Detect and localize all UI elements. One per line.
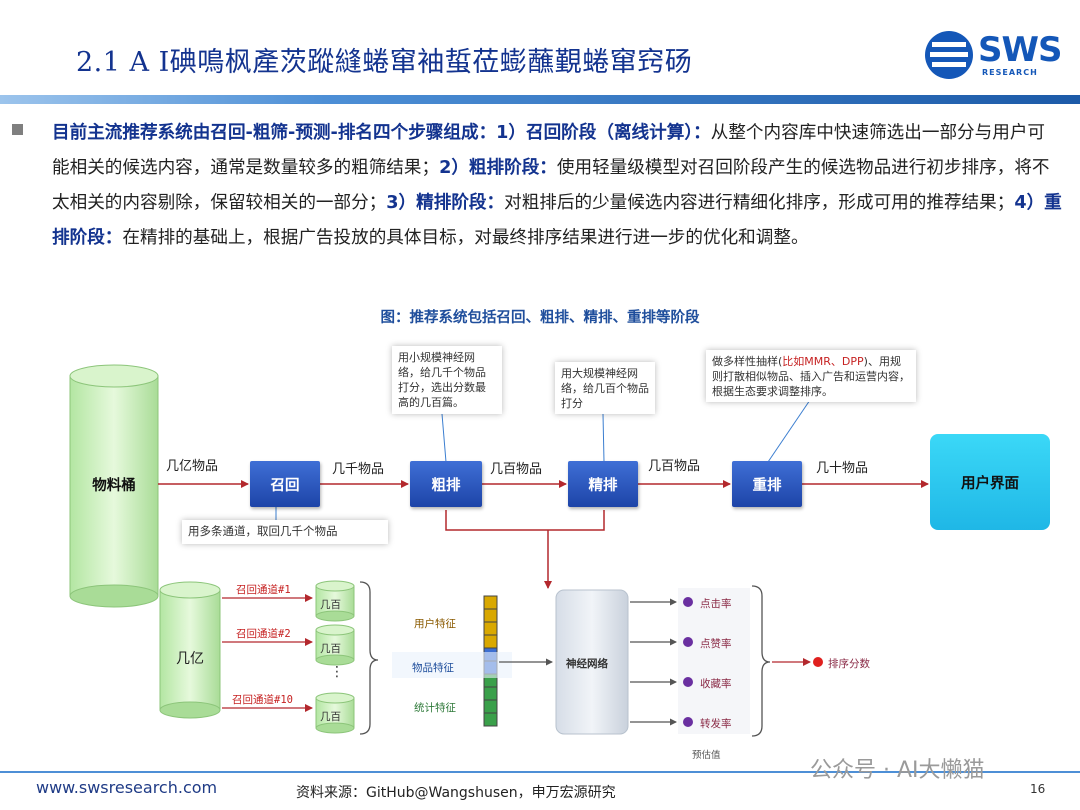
- channel-bucket-2: [315, 624, 355, 666]
- summary-lead: 目前主流推荐系统由召回-粗筛-预测-排名四个步骤组成：1）召回阶段（离线计算）：: [52, 123, 711, 143]
- output-collect-rate: 收藏率: [700, 678, 732, 690]
- summary-stage4: 在精排的基础上，根据广告投放的具体目标，对最终排序结果进行进一步的优化和调整。: [122, 228, 809, 248]
- footer-url: www.swsresearch.com: [36, 778, 218, 797]
- channel-label-10: 召回通道#10: [232, 694, 293, 706]
- rank-score-label: 排序分数: [828, 658, 870, 670]
- output-caption: 预估值: [692, 750, 721, 761]
- stage-fine-rank: 精排: [568, 461, 638, 507]
- flow-label-4: 几百物品: [648, 459, 701, 474]
- material-bucket-cylinder: [69, 364, 159, 608]
- rerank-note: 做多样性抽样(比如MMR、DPP)、用规则打散相似物品、插入广告和运营内容，根据…: [706, 350, 916, 402]
- feature-item: 物品特征: [412, 662, 454, 674]
- slide-title: 2.1 A I碘鳴枫產茨蹤縫蜷窜袖蜇莅蟛蘸覲蜷窜窍砀: [76, 47, 693, 78]
- recall-note: 用多条通道，取回几千个物品: [182, 520, 388, 544]
- channel-bucket-10: [315, 692, 355, 734]
- flow-label-2: 几千物品: [332, 462, 385, 477]
- rank-score-dot: [813, 657, 823, 667]
- rerank-note-pre: 做多样性抽样(: [712, 355, 783, 368]
- summary-stage3: 对粗排后的少量候选内容进行精细化排序，形成可用的推荐结果；: [504, 193, 1015, 213]
- bucket-label-10: 几百: [320, 711, 341, 723]
- output-share-rate: 转发率: [700, 718, 732, 730]
- bucket-label-1: 几百: [320, 599, 341, 611]
- stage-recall: 召回: [250, 461, 320, 507]
- stage-rerank: 重排: [732, 461, 802, 507]
- bullet-icon: [12, 124, 23, 135]
- output-ctr: 点击率: [700, 598, 732, 610]
- summary-paragraph: 目前主流推荐系统由召回-粗筛-预测-排名四个步骤组成：1）召回阶段（离线计算）：…: [52, 116, 1062, 256]
- stage-coarse-rank: 粗排: [410, 461, 482, 507]
- user-interface-box: [930, 434, 1050, 530]
- channel-label-1: 召回通道#1: [236, 584, 291, 596]
- rerank-note-post: )、用规则打散相似物品、插入广告和运营内容，根据生态要求调整排序。: [712, 355, 910, 398]
- recall-source-cylinder: [159, 581, 221, 719]
- neural-network-label: 神经网络: [566, 658, 608, 670]
- summary-h4: 4）重排阶段：: [52, 193, 1062, 248]
- channel-label-2: 召回通道#2: [236, 628, 291, 640]
- summary-stage1: 从整个内容库中快速筛选出一部分与用户可能相关的候选内容，通常是数量较多的粗筛结果…: [52, 123, 1046, 178]
- bucket-label-2: 几百: [320, 643, 341, 655]
- footer-source: 资料来源：GitHub@Wangshusen，申万宏源研究: [296, 785, 616, 801]
- header-divider: [0, 95, 1080, 104]
- summary-h2: 2）粗排阶段：: [439, 158, 557, 178]
- sws-logo-icon: [925, 31, 973, 79]
- figure-title: 图：推荐系统包括召回、粗排、精排、重排等阶段: [380, 310, 700, 326]
- feature-user: 用户特征: [414, 618, 456, 630]
- rerank-note-methods: 比如MMR、DPP: [782, 355, 864, 368]
- output-like-rate: 点赞率: [700, 638, 732, 650]
- user-interface-label: 用户界面: [961, 476, 1019, 492]
- fine-rank-note: 用大规模神经网络，给几百个物品打分: [555, 362, 655, 414]
- logo-brand: SWS: [978, 30, 1062, 70]
- flow-label-5: 几十物品: [816, 461, 869, 476]
- watermark: 公众号 · AI大懒猫: [810, 758, 985, 783]
- logo-sub: RESEARCH: [982, 68, 1038, 77]
- coarse-rank-note: 用小规模神经网络，给几千个物品打分，选出分数最高的几百篇。: [392, 346, 502, 414]
- channel-bucket-1: [315, 580, 355, 622]
- feature-stats: 统计特征: [414, 702, 456, 714]
- recall-source-label: 几亿: [176, 651, 204, 667]
- flow-label-1: 几亿物品: [166, 459, 219, 474]
- flow-label-3: 几百物品: [490, 462, 543, 477]
- summary-h3: 3）精排阶段：: [386, 193, 505, 213]
- neural-network-block: [555, 589, 629, 735]
- page-number: 16: [1030, 782, 1046, 796]
- summary-stage2: 使用轻量级模型对召回阶段产生的候选物品进行初步排序，将不太相关的内容剔除，保留较…: [52, 158, 1050, 213]
- material-bucket-label: 物料桶: [92, 478, 136, 494]
- footer-divider: [0, 771, 1080, 773]
- channel-ellipsis: ⋮: [330, 664, 344, 680]
